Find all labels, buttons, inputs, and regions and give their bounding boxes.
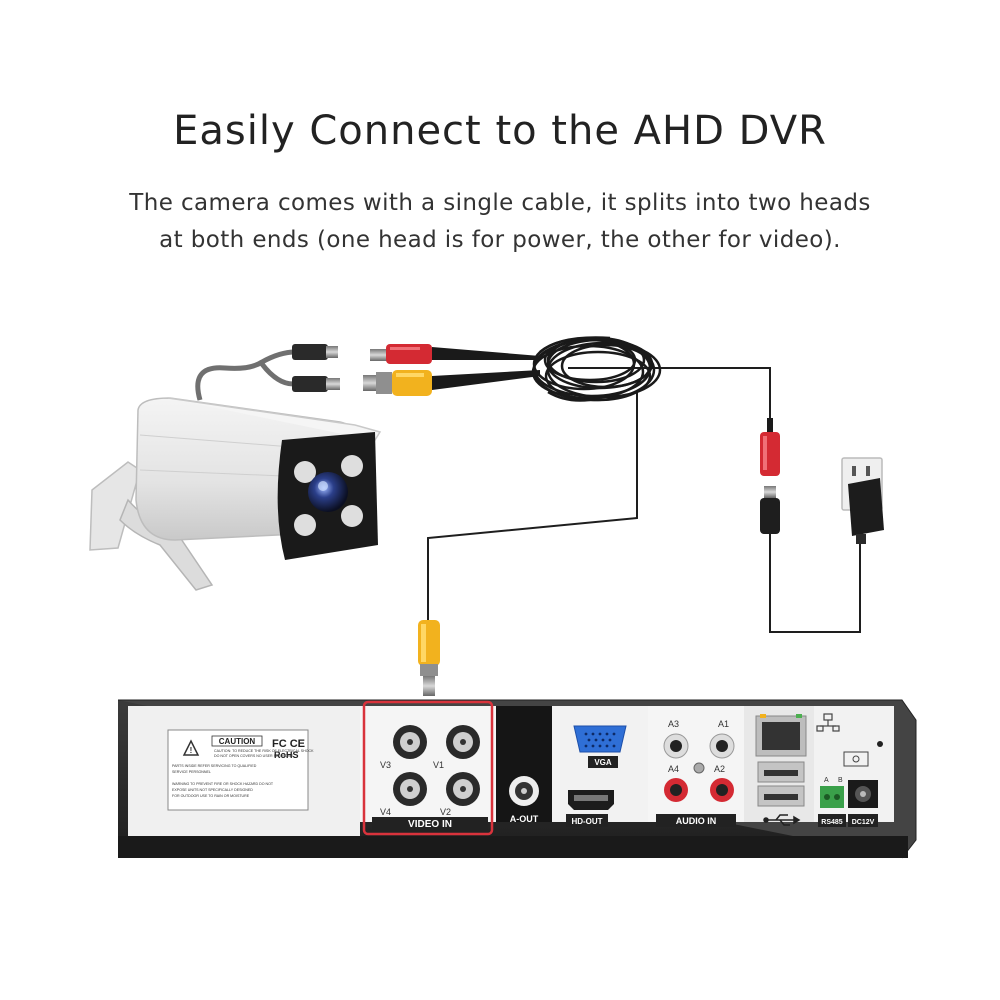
bnc-video-plug (418, 620, 440, 696)
caution-line: CAUTION: TO REDUCE THE RISK OF ELECTRICA… (214, 749, 314, 753)
description-line-1: The camera comes with a single cable, it… (129, 190, 871, 216)
cable-power-plug (370, 344, 540, 364)
bnc-port-v3 (393, 725, 427, 759)
audio-port-label-a2: A2 (714, 764, 725, 774)
audio-port-label-a1: A1 (718, 719, 729, 729)
audio-in-label: AUDIO IN (676, 816, 717, 826)
power-wire-top (568, 367, 771, 432)
network-icon (816, 713, 840, 732)
caution-line: SERVICE PERSONNEL (172, 770, 211, 774)
port-label-v3: V3 (380, 760, 391, 770)
audio-port-label-a3: A3 (668, 719, 679, 729)
camera-pigtail-plug-top (292, 344, 338, 360)
power-wire-bottom (769, 532, 861, 633)
port-label-v2: V2 (440, 807, 451, 817)
caution-title: CAUTION (219, 737, 256, 746)
camera-lens (308, 472, 348, 512)
port-label-v1: V1 (433, 760, 444, 770)
port-label-v4: V4 (380, 807, 391, 817)
svg-text:!: ! (190, 746, 193, 755)
power-female-plug (760, 418, 780, 476)
rohs-mark: RoHS (274, 750, 299, 760)
vga-label: VGA (594, 758, 612, 767)
vga-port: VGA (573, 725, 627, 768)
page-title: Easily Connect to the AHD DVR (173, 108, 827, 154)
hdmi-port: HD-OUT (566, 790, 614, 827)
video-in-ports: V3 V1 V4 V2 VIDEO IN (372, 725, 488, 830)
caution-line: EXPOSE UNITS NOT SPECIFICALLY DESIGNED (172, 788, 253, 792)
video-in-highlight (362, 700, 494, 836)
rca-port-a2 (710, 778, 734, 802)
rs485-dc-block: A B RS485 DC12V (816, 713, 883, 827)
dc12v-label: DC12V (852, 819, 875, 826)
a-out-label: A-OUT (510, 814, 539, 824)
video-wire (427, 392, 638, 628)
coiled-cable (531, 336, 662, 402)
caution-line: WARNING TO PREVENT FIRE OR SHOCK HAZARD … (172, 782, 274, 786)
lan-usb-ports (755, 714, 807, 826)
hdout-label: HD-OUT (571, 817, 602, 826)
camera-pigtail-plug-bottom (292, 376, 340, 392)
rs485-pin-a: A (824, 777, 829, 784)
wiring (427, 367, 861, 633)
caution-line: DO NOT OPEN COVERS NO USER SERVICING (214, 754, 294, 758)
cable-video-plug (363, 370, 540, 396)
power-male-plug (760, 486, 780, 534)
a-out-port: A-OUT (509, 776, 539, 824)
bnc-port-v2 (446, 772, 480, 806)
rs485-pin-b: B (838, 777, 843, 784)
bnc-port-v1 (446, 725, 480, 759)
cert-marks: FC CE (272, 738, 305, 750)
description-line-2: at both ends (one head is for power, the… (159, 227, 841, 253)
dc-polarity-icon (843, 751, 869, 767)
rca-port-a4 (664, 778, 688, 802)
wall-outlet-adapter (841, 457, 884, 544)
caution-line: PARTS INSIDE REFER SERVICING TO QUALIFIE… (172, 764, 257, 768)
bnc-port-v4 (393, 772, 427, 806)
rca-port-a3 (663, 733, 689, 759)
rca-port-a1 (709, 733, 735, 759)
caution-line: FOR OUTDOOR USE TO RAIN OR MOISTURE (172, 794, 250, 798)
usb-icon (763, 814, 801, 826)
rs485-label: RS485 (821, 819, 843, 826)
audio-port-label-a4: A4 (668, 764, 679, 774)
bullet-camera (89, 344, 382, 591)
video-in-label: VIDEO IN (408, 819, 452, 830)
audio-in-ports: A3 A1 A4 A2 AUDIO IN (656, 719, 736, 827)
caution-sticker: ! CAUTION FC CE RoHS CAUTION: TO REDUCE … (167, 729, 314, 811)
